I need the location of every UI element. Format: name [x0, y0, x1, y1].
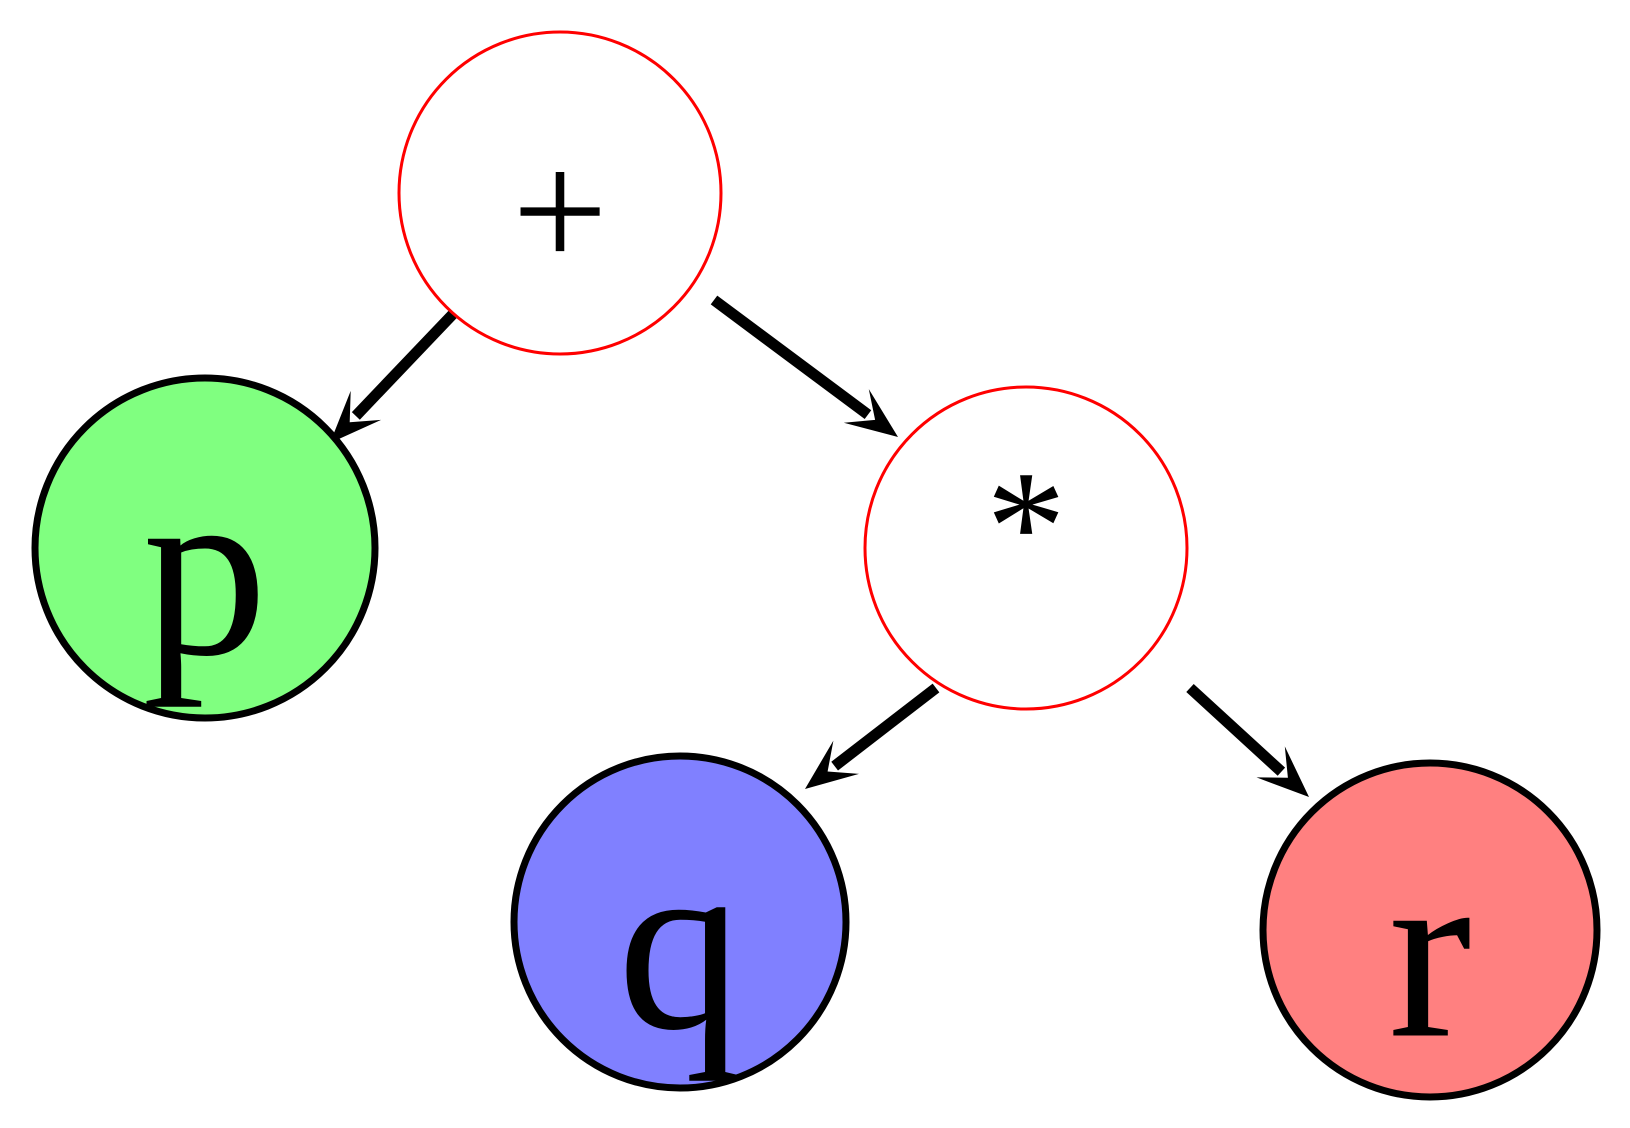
node-label-r: r — [1388, 814, 1471, 1091]
node-circle-q — [510, 752, 850, 1092]
arrow-head-times-to-q — [805, 740, 859, 789]
edge-root-to-p[interactable] — [330, 310, 457, 443]
node-label-q: q — [618, 806, 743, 1083]
edge-line-times-to-q — [831, 683, 940, 771]
arrow-head-times-to-r — [1256, 746, 1309, 797]
arrow-head-root-to-times — [843, 389, 898, 437]
edge-line-root-to-times — [710, 295, 872, 420]
nodes-group: + p * q r — [31, 30, 1601, 1101]
node-circle-r — [1259, 759, 1601, 1101]
node-times-operator-asterisk[interactable]: * — [863, 385, 1189, 711]
node-circle-root — [397, 30, 723, 356]
edges-group — [330, 295, 1309, 797]
edge-root-to-times[interactable] — [710, 295, 898, 437]
node-circle-times — [863, 385, 1189, 711]
edge-times-to-r[interactable] — [1186, 683, 1309, 797]
edge-times-to-q[interactable] — [805, 683, 940, 789]
node-root-operator-plus[interactable]: + — [397, 30, 723, 356]
node-r-operand[interactable]: r — [1259, 759, 1601, 1101]
node-circle-p — [31, 374, 379, 722]
node-label-root: + — [512, 117, 608, 305]
edge-line-times-to-r — [1186, 683, 1286, 776]
node-p-operand[interactable]: p — [31, 374, 379, 722]
node-label-times: * — [986, 437, 1066, 615]
arrow-head-root-to-p — [330, 390, 382, 443]
node-label-p: p — [143, 432, 268, 709]
edge-line-root-to-p — [351, 310, 457, 420]
node-q-operand[interactable]: q — [510, 752, 850, 1092]
